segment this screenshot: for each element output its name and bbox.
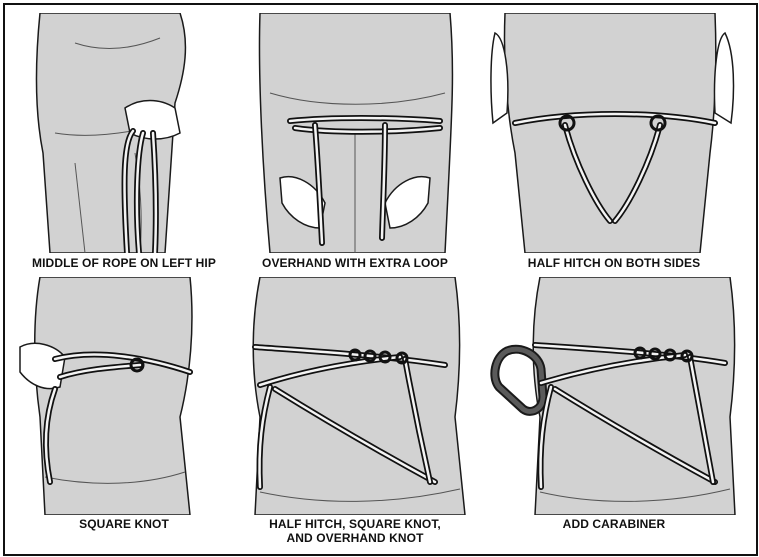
step-5-illustration: [240, 277, 470, 515]
step-5-caption-line-1: HALF HITCH, SQUARE KNOT,: [240, 517, 470, 531]
step-4-panel: [15, 277, 233, 515]
step-1-caption: MIDDLE OF ROPE ON LEFT HIP: [9, 256, 239, 270]
step-6-panel: [485, 277, 743, 515]
step-5-caption-line-2: AND OVERHAND KNOT: [240, 531, 470, 545]
step-1-panel: [15, 13, 233, 253]
step-2-panel: [240, 13, 470, 253]
step-6-caption: ADD CARABINER: [485, 517, 743, 531]
step-1-illustration: [15, 13, 233, 253]
step-3-panel: [485, 13, 743, 253]
step-3-caption: HALF HITCH ON BOTH SIDES: [485, 256, 743, 270]
step-4-illustration: [15, 277, 233, 515]
step-2-caption: OVERHAND WITH EXTRA LOOP: [240, 256, 470, 270]
step-5-caption: HALF HITCH, SQUARE KNOT, AND OVERHAND KN…: [240, 517, 470, 545]
illustration-frame: MIDDLE OF ROPE ON LEFT HIP OVERHAND: [3, 3, 758, 556]
step-5-panel: [240, 277, 470, 515]
step-2-illustration: [240, 13, 470, 253]
step-3-illustration: [485, 13, 743, 253]
step-6-illustration: [485, 277, 743, 515]
step-4-caption: SQUARE KNOT: [9, 517, 239, 531]
